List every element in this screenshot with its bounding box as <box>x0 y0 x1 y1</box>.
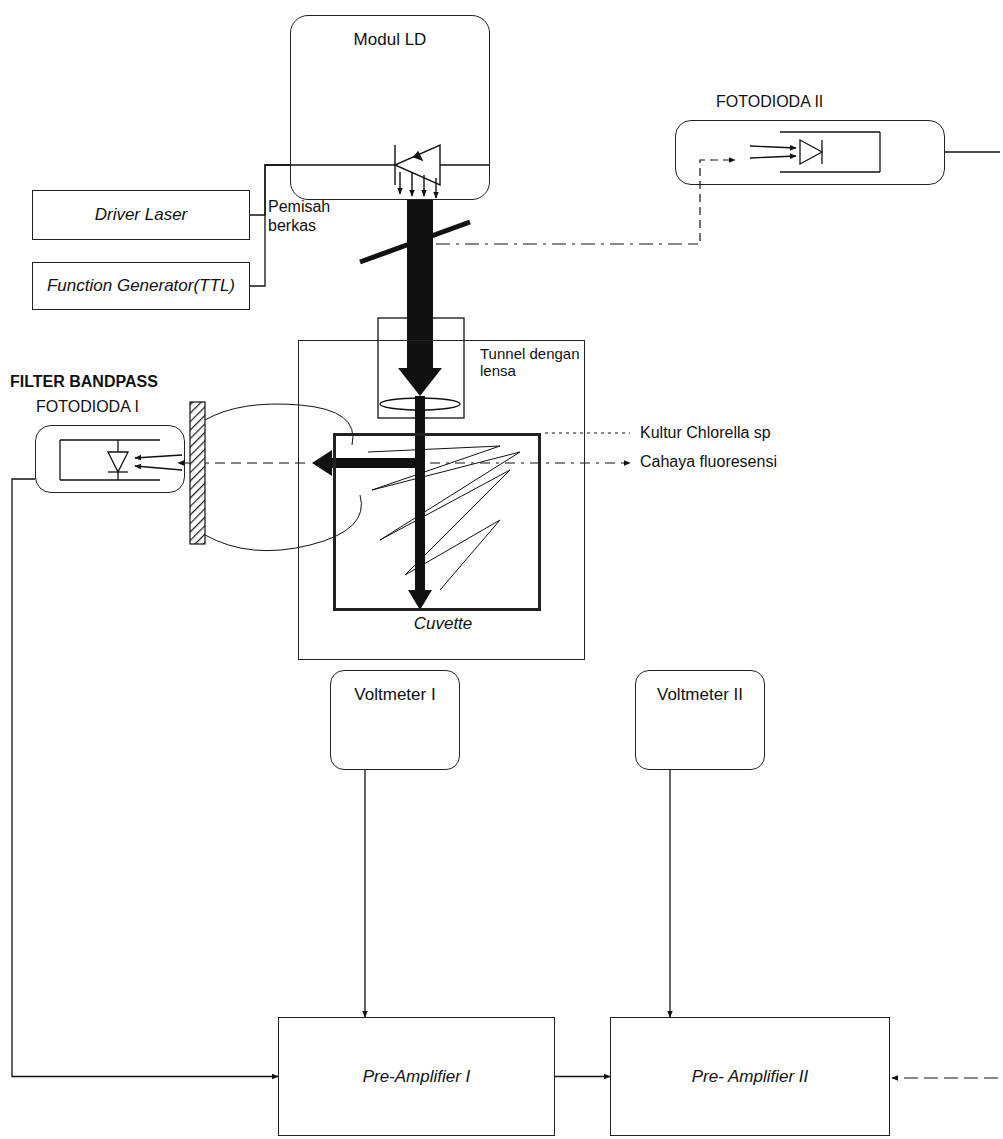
box-title: Pre-Amplifier I <box>363 1067 471 1087</box>
component-label: Cuvette <box>414 614 473 634</box>
cuvette: Cuvette <box>333 433 541 611</box>
component-label: Pemisah berkas <box>268 197 348 235</box>
box-title: Voltmeter I <box>354 685 435 705</box>
signal-arrow <box>364 770 365 1017</box>
laser-beam <box>415 396 425 418</box>
fluorescence-arrow <box>312 450 420 476</box>
light-cone <box>205 495 361 551</box>
box-title: Tunnel dengan lensa <box>480 345 580 380</box>
fluorescence-path <box>430 462 630 463</box>
box-title: Driver Laser <box>95 205 188 225</box>
photodiode-symbol <box>60 440 182 480</box>
laser-module: Modul LD <box>290 15 490 200</box>
reference-beam <box>436 243 690 244</box>
signal-arrow <box>12 479 278 1077</box>
measurement-box: Cuvette Tunnel dengan lensa <box>298 340 585 660</box>
photodiode-symbol <box>750 132 1000 172</box>
generator-box: Function Generator(TTL) <box>32 262 250 310</box>
component-label: FOTODIODA I <box>36 398 139 416</box>
sample-label: Kultur Chlorella sp <box>640 423 840 442</box>
box-title: Pre- Amplifier II <box>692 1067 809 1087</box>
component-label: FOTODIODA II <box>716 93 823 111</box>
signal-label: Cahaya fluoresensi <box>640 452 840 471</box>
laser-diode-symbol <box>290 145 490 198</box>
bandpass-filter <box>190 402 205 544</box>
amplifier-box: Pre-Amplifier I <box>278 1017 555 1136</box>
photodiode-box: FOTODIODA II <box>675 120 945 185</box>
reference-beam <box>690 160 735 244</box>
light-cone <box>205 404 353 445</box>
driver-box: Driver Laser <box>32 190 250 240</box>
tunnel-with-lens <box>378 318 464 418</box>
box-title: Modul LD <box>354 30 427 50</box>
photodiode-box: FOTODIODA I <box>35 425 185 493</box>
signal-arrow <box>555 1076 610 1077</box>
beam-splitter <box>360 222 470 262</box>
box-title: Voltmeter II <box>657 685 743 705</box>
leader-line <box>545 433 630 434</box>
voltmeter-box: Voltmeter II <box>635 670 765 770</box>
signal-arrow <box>669 770 670 1017</box>
component-label: FILTER BANDPASS <box>10 372 210 391</box>
signal-wire <box>892 1077 998 1078</box>
voltmeter-box: Voltmeter I <box>330 670 460 770</box>
box-title: Function Generator(TTL) <box>47 276 235 296</box>
amplifier-box: Pre- Amplifier II <box>610 1017 890 1136</box>
